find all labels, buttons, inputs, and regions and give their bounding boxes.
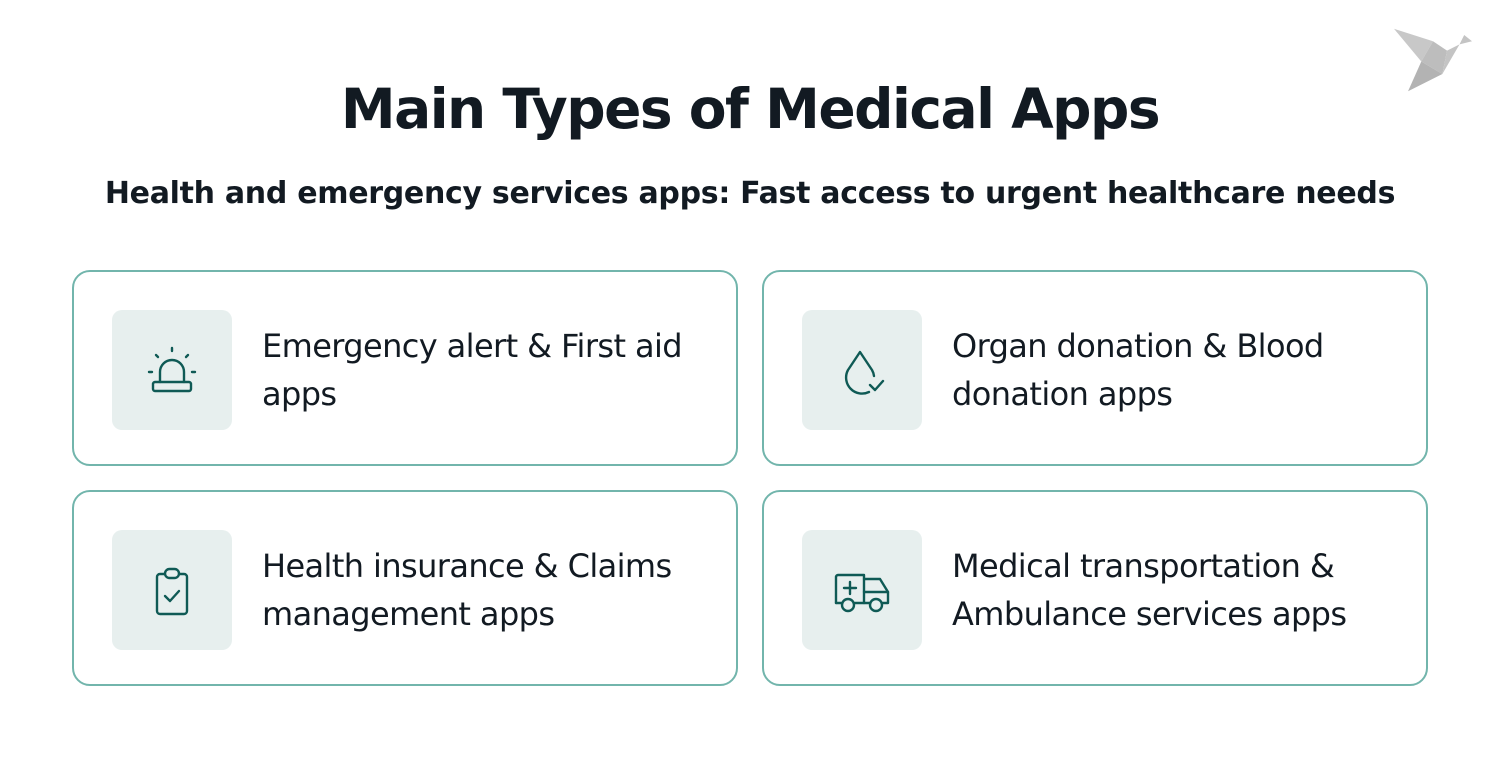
page-subtitle: Health and emergency services apps: Fast… [104, 176, 1396, 211]
clipboard-check-icon [155, 567, 189, 616]
blood-drop-check-icon [844, 350, 885, 395]
icon-tile [802, 530, 922, 650]
card-label: Medical transportation & Ambulance servi… [952, 547, 1347, 633]
siren-icon [147, 346, 197, 393]
card-label: Health insurance & Claims management app… [262, 547, 672, 633]
card-health-insurance: Health insurance & Claims management app… [72, 490, 738, 686]
icon-tile [112, 310, 232, 430]
ambulance-icon [834, 573, 890, 613]
origami-bird-icon [1394, 28, 1472, 92]
card-label: Emergency alert & First aid apps [262, 327, 683, 413]
icon-tile [802, 310, 922, 430]
card-label: Organ donation & Blood donation apps [952, 327, 1324, 413]
icon-tile [112, 530, 232, 650]
card-medical-transportation: Medical transportation & Ambulance servi… [762, 490, 1428, 686]
page-title: Main Types of Medical Apps [340, 77, 1161, 141]
card-emergency-alert: Emergency alert & First aid apps [72, 270, 738, 466]
card-organ-donation: Organ donation & Blood donation apps [762, 270, 1428, 466]
